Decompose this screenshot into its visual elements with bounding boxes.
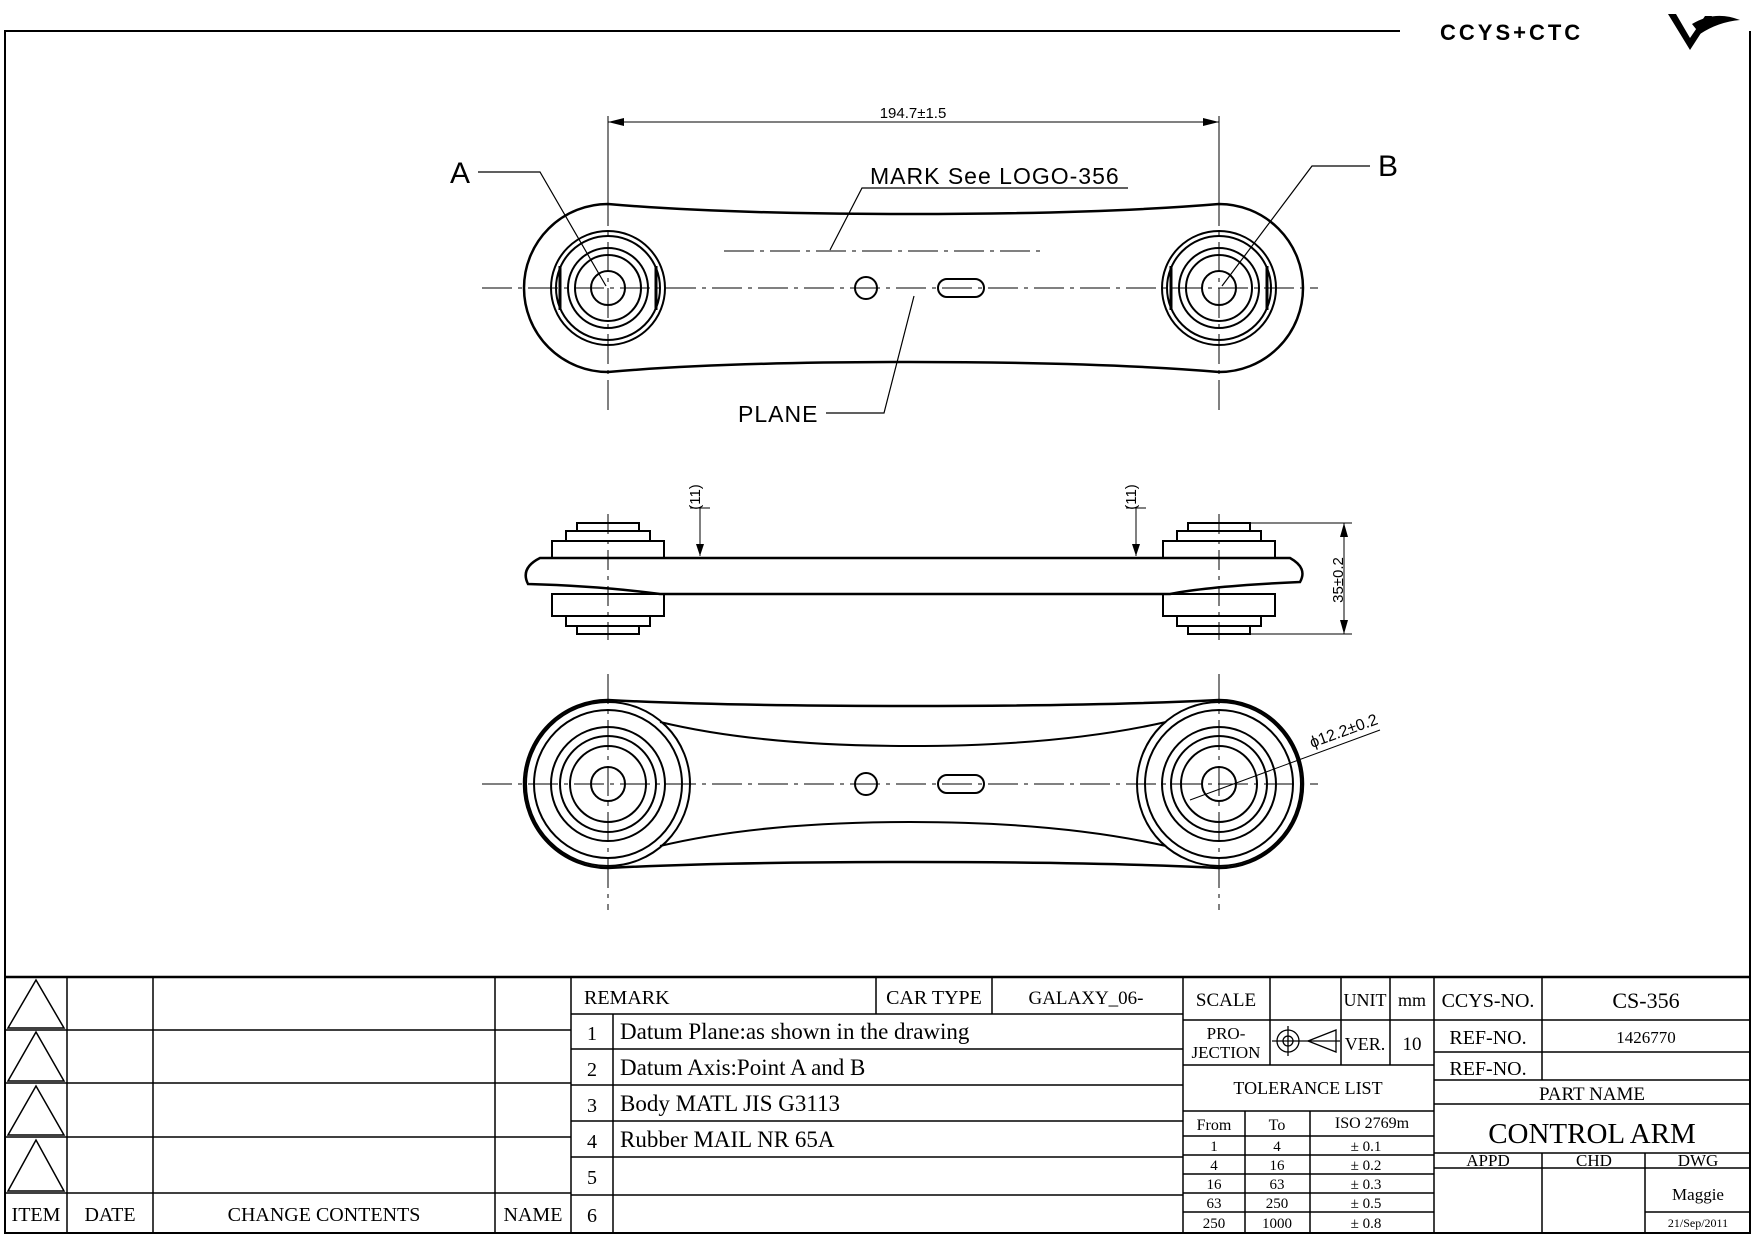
remark-num: 5 <box>587 1167 597 1189</box>
tolerance-cell: 250 <box>1266 1196 1289 1212</box>
company-name: CCYS+CTC <box>1440 20 1583 45</box>
ccys-no-label: CCYS-NO. <box>1442 990 1535 1012</box>
projection-symbol <box>1272 1026 1340 1056</box>
remark-text: Body MATL JIS G3113 <box>620 1091 840 1116</box>
tolerance-title: TOLERANCE LIST <box>1233 1078 1382 1098</box>
remark-text: Datum Axis:Point A and B <box>620 1055 865 1080</box>
ver-label: VER. <box>1345 1034 1386 1054</box>
projection-label: JECTION <box>1192 1043 1261 1062</box>
part-name-value: CONTROL ARM <box>1488 1118 1696 1150</box>
tolerance-cell: ± 0.8 <box>1351 1216 1382 1232</box>
remarks-block: REMARK CAR TYPE GALAXY_06- 1 Datum Plane… <box>584 987 1144 1227</box>
tolerance-cell: 16 <box>1207 1177 1223 1193</box>
ccys-no-value: CS-356 <box>1612 988 1679 1013</box>
appd-label: APPD <box>1466 1151 1509 1170</box>
rev-header-contents: CHANGE CONTENTS <box>228 1204 421 1226</box>
side-view <box>524 507 1352 640</box>
scale-label: SCALE <box>1196 990 1256 1011</box>
remark-num: 2 <box>587 1059 597 1081</box>
part-name-label: PART NAME <box>1539 1084 1645 1105</box>
tolerance-cell: ± 0.2 <box>1351 1158 1382 1174</box>
tolerance-cell: 250 <box>1203 1216 1226 1232</box>
rev-header-item: ITEM <box>12 1204 61 1226</box>
sheet-border <box>4 30 1751 1234</box>
tolerance-cell: ± 0.5 <box>1351 1196 1382 1212</box>
remark-num: 4 <box>587 1131 597 1153</box>
company-logo: CCYS+CTC <box>1440 14 1740 50</box>
tolerance-cell: 1000 <box>1262 1216 1292 1232</box>
car-type-label: CAR TYPE <box>886 987 982 1009</box>
car-type-value: GALAXY_06- <box>1028 988 1143 1009</box>
title-block-grid <box>5 975 1750 1233</box>
dim-diameter-label: ϕ12.2±0.2 <box>1308 711 1381 751</box>
revision-triangles <box>6 978 66 1192</box>
tolerance-cell: ± 0.1 <box>1351 1139 1382 1155</box>
ref-no-label: REF-NO. <box>1449 1027 1526 1049</box>
rev-header-name: NAME <box>504 1204 563 1226</box>
tolerance-cell: 4 <box>1273 1139 1281 1155</box>
chd-label: CHD <box>1576 1151 1612 1170</box>
tolerance-header: ISO 2769m <box>1335 1115 1410 1132</box>
ref-no-label: REF-NO. <box>1449 1058 1526 1080</box>
revision-block: ITEM DATE CHANGE CONTENTS NAME <box>12 1204 563 1226</box>
plane-note: PLANE <box>738 401 818 427</box>
remark-num: 1 <box>587 1023 597 1045</box>
projection-label: PRO- <box>1207 1024 1246 1043</box>
point-b-label: B <box>1378 150 1398 183</box>
remark-text: Rubber MAIL NR 65A <box>620 1127 835 1152</box>
unit-label: UNIT <box>1344 990 1387 1010</box>
dwg-label: DWG <box>1678 1151 1719 1170</box>
unit-value: mm <box>1398 990 1426 1010</box>
bottom-view <box>482 674 1381 910</box>
tolerance-cell: 4 <box>1210 1158 1218 1174</box>
tolerance-header: To <box>1269 1117 1286 1134</box>
ver-value: 10 <box>1403 1034 1422 1055</box>
tolerance-header: From <box>1197 1117 1232 1134</box>
top-view <box>478 116 1370 414</box>
rev-header-date: DATE <box>84 1204 135 1226</box>
remark-title: REMARK <box>584 987 670 1009</box>
title-block: CCYS-NO. CS-356 REF-NO. 1426770 REF-NO. … <box>1442 988 1729 1230</box>
point-a-label: A <box>450 157 470 190</box>
dim-height-label: 35±0.2 <box>1330 557 1347 603</box>
dim-offset-left-label: (11) <box>687 484 704 510</box>
dwg-date: 21/Sep/2011 <box>1668 1216 1728 1230</box>
ref-no-value: 1426770 <box>1616 1028 1676 1047</box>
dwg-name: Maggie <box>1672 1185 1724 1204</box>
tolerance-cell: 63 <box>1207 1196 1222 1212</box>
tolerance-cell: 1 <box>1210 1139 1218 1155</box>
tolerance-cell: 63 <box>1270 1177 1285 1193</box>
remark-num: 6 <box>587 1205 597 1227</box>
remark-text: Datum Plane:as shown in the drawing <box>620 1019 970 1044</box>
spec-block: SCALE UNIT mm PRO- JECTION VER. 10 TOLER… <box>1192 990 1426 1232</box>
tolerance-cell: 16 <box>1270 1158 1286 1174</box>
remark-num: 3 <box>587 1095 597 1117</box>
tolerance-cell: ± 0.3 <box>1351 1177 1382 1193</box>
dim-offset-right-label: (11) <box>1123 484 1140 510</box>
mark-note: MARK See LOGO-356 <box>870 163 1120 189</box>
dim-length-label: 194.7±1.5 <box>880 105 947 122</box>
